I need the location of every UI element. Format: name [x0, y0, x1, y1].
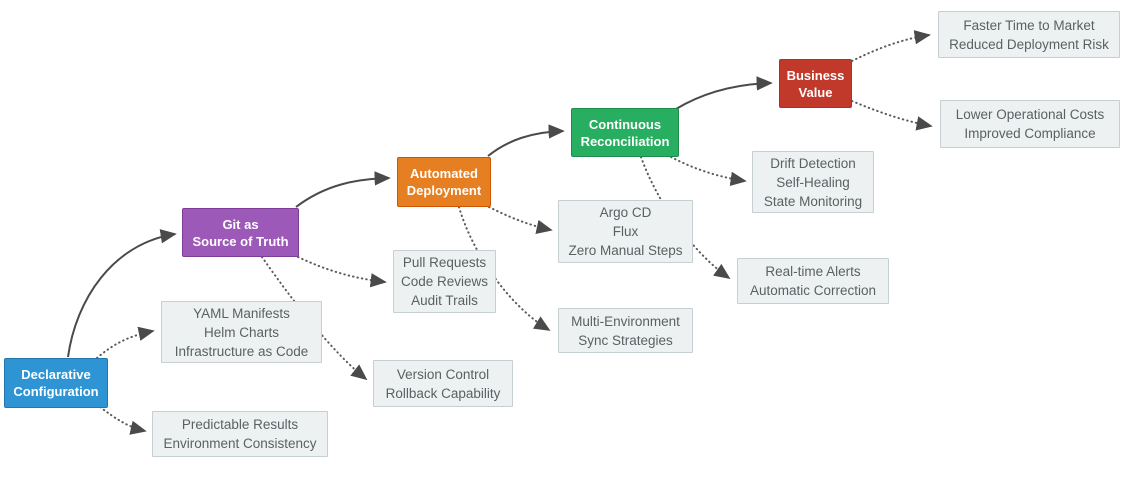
- detail-predictable-results: Predictable Results Environment Consiste…: [152, 411, 328, 457]
- detail-argo-cd: Argo CD Flux Zero Manual Steps: [558, 200, 693, 263]
- node-declarative-configuration: Declarative Configuration: [4, 358, 108, 408]
- edge-declarative-to-git: [67, 229, 177, 358]
- edge-git-to-version-control: [261, 256, 368, 381]
- node-automated-deployment: Automated Deployment: [397, 157, 491, 207]
- edge-automated-to-argo-cd: [488, 206, 553, 234]
- detail-multi-environment: Multi-Environment Sync Strategies: [558, 308, 693, 353]
- edge-git-to-pull-requests: [297, 256, 387, 288]
- detail-lower-operational-costs: Lower Operational Costs Improved Complia…: [940, 100, 1120, 148]
- detail-realtime-alerts: Real-time Alerts Automatic Correction: [737, 258, 889, 304]
- detail-yaml-manifests: YAML Manifests Helm Charts Infrastructur…: [161, 301, 322, 363]
- edge-business-to-faster-time: [851, 30, 931, 62]
- edge-business-to-lower-costs: [851, 100, 933, 131]
- edge-continuous-to-business: [675, 76, 773, 110]
- detail-pull-requests: Pull Requests Code Reviews Audit Trails: [393, 250, 496, 313]
- edge-git-to-automated: [295, 171, 391, 208]
- detail-faster-time-to-market: Faster Time to Market Reduced Deployment…: [938, 11, 1120, 58]
- edge-declarative-to-predictable-results: [99, 406, 147, 435]
- node-continuous-reconciliation: Continuous Reconciliation: [571, 108, 679, 157]
- node-business-value: Business Value: [779, 59, 852, 108]
- edge-continuous-to-drift-detection: [670, 156, 747, 187]
- detail-version-control: Version Control Rollback Capability: [373, 360, 513, 407]
- edge-declarative-to-yaml-manifests: [96, 326, 155, 359]
- detail-drift-detection: Drift Detection Self-Healing State Monit…: [752, 151, 874, 213]
- node-git-source-of-truth: Git as Source of Truth: [182, 208, 299, 257]
- edge-automated-to-continuous: [487, 124, 565, 157]
